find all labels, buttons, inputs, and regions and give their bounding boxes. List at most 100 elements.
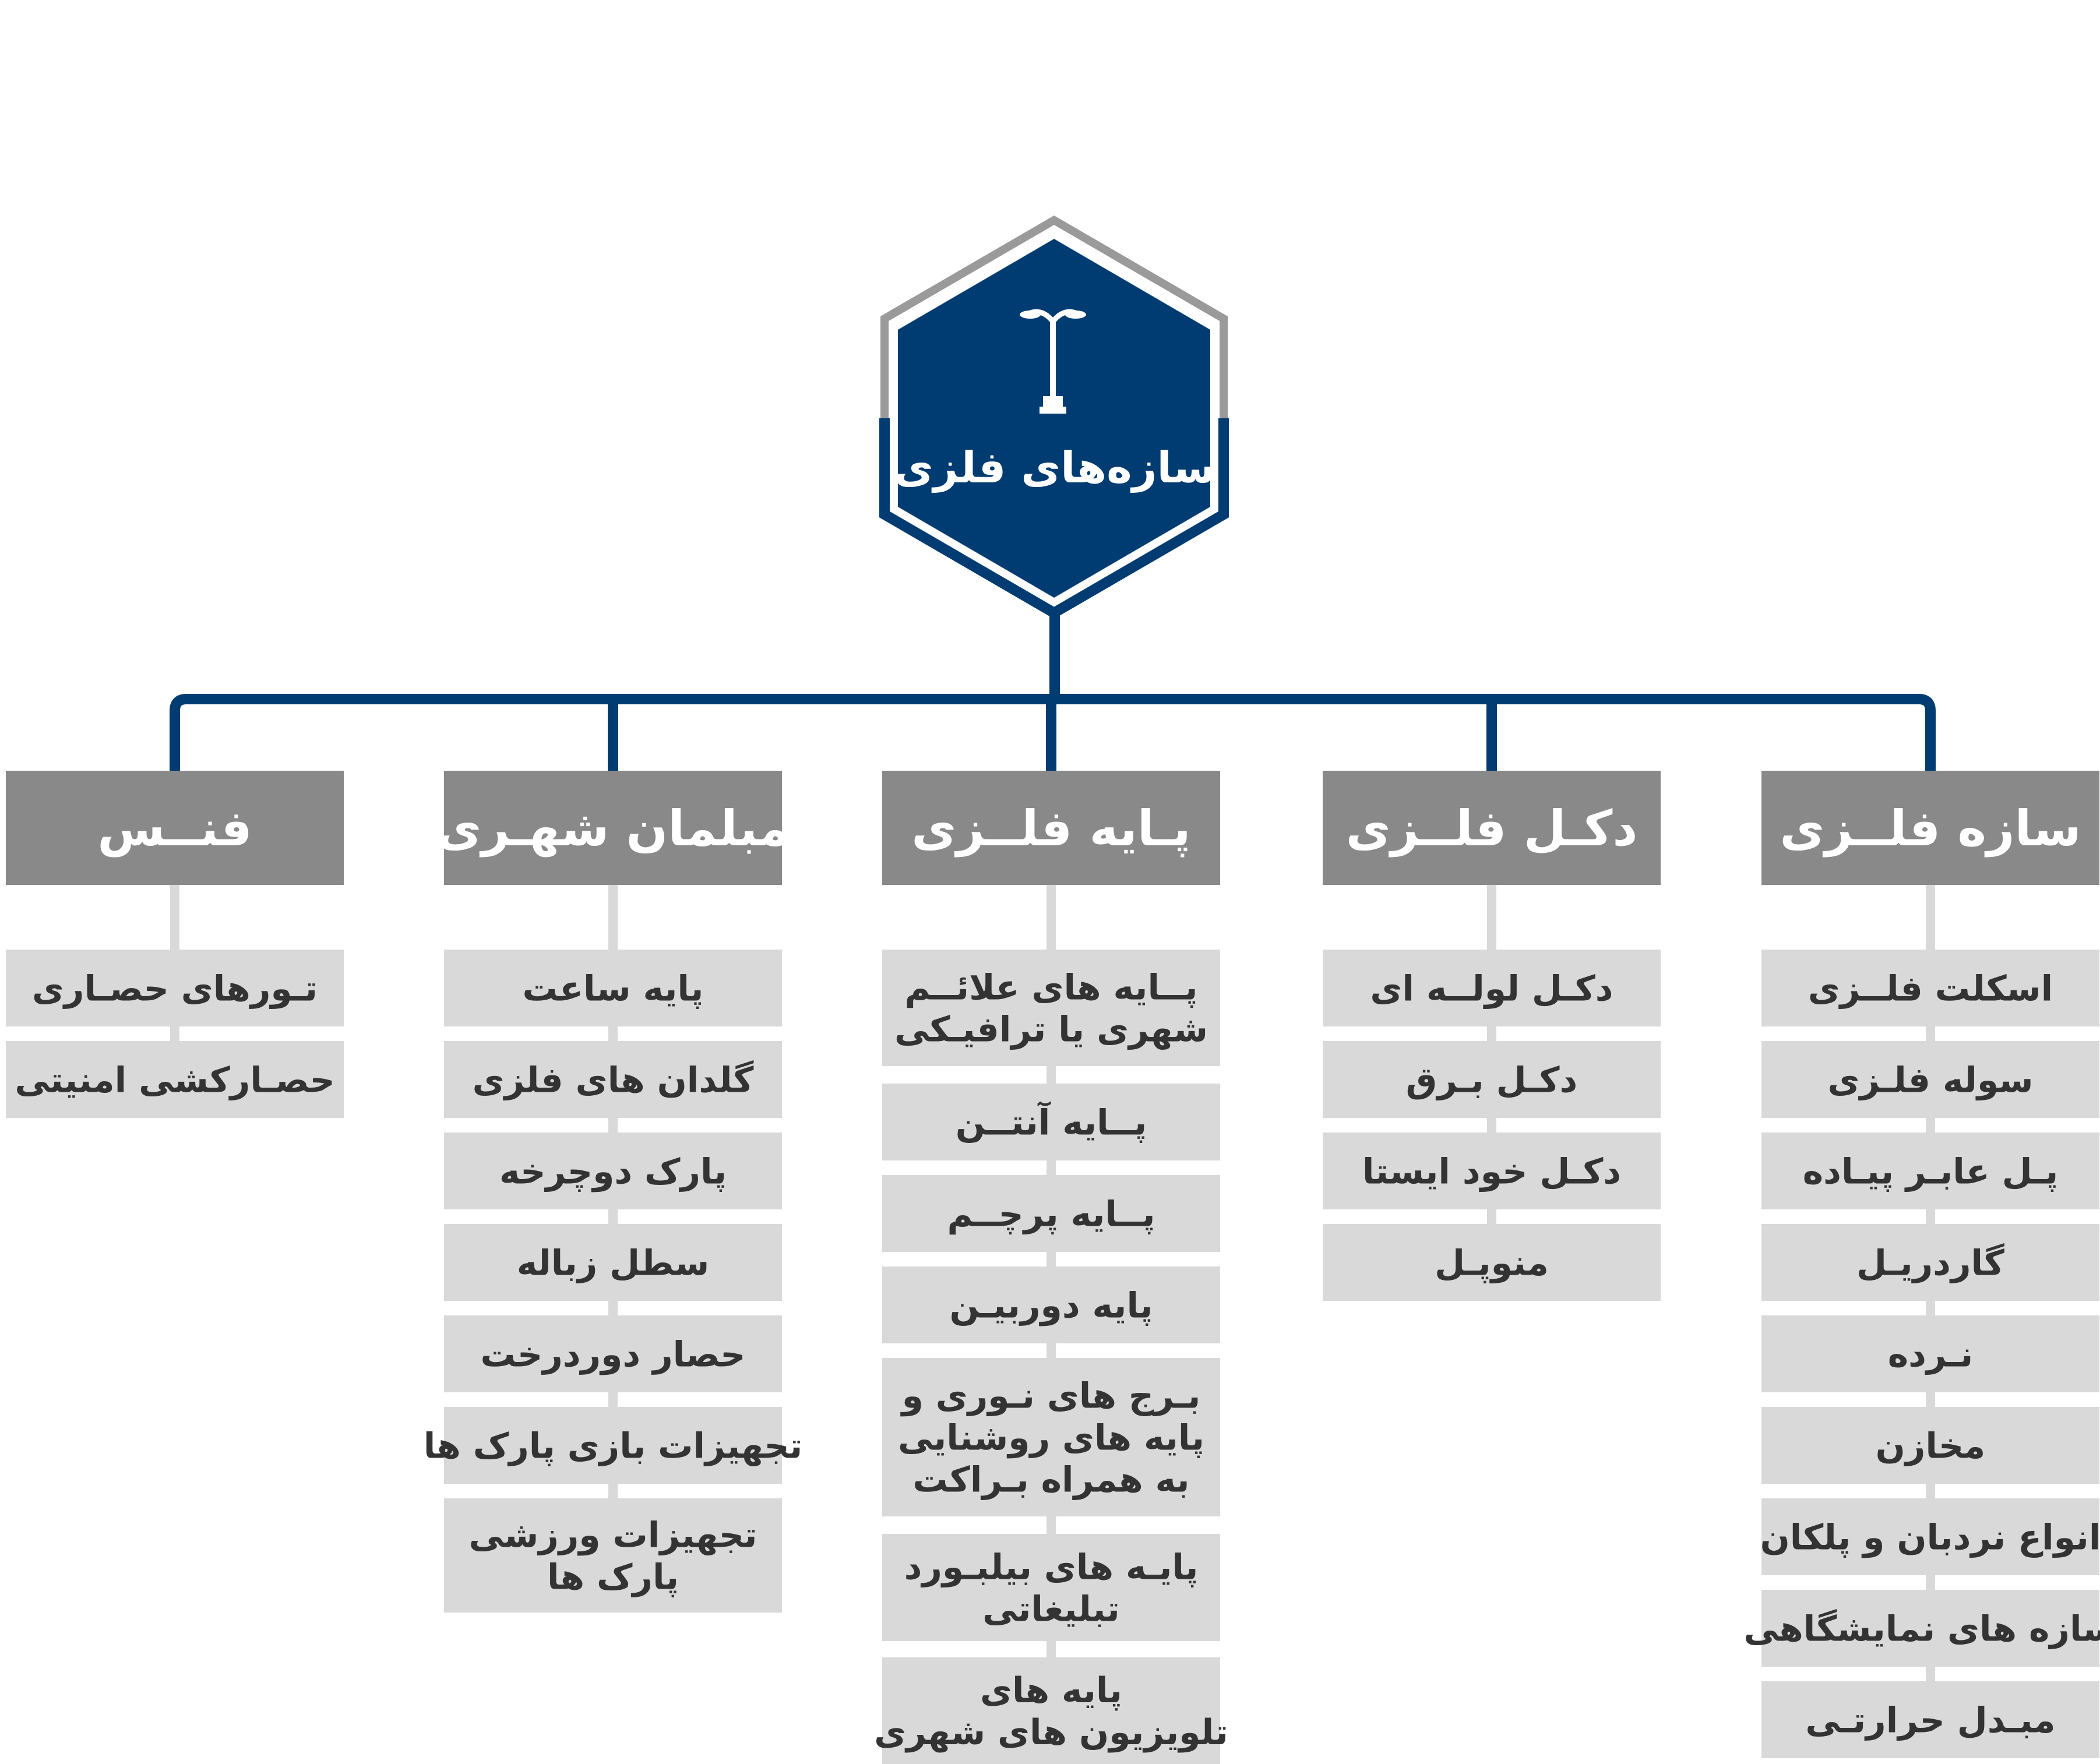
category-item-box (444, 1041, 782, 1118)
category-item-label: پارک ها (547, 1557, 679, 1598)
category-item-label: سازه های نمایشگاهی (1744, 1609, 2100, 1650)
category-item-label: تلویزیون های شهری (874, 1712, 1228, 1753)
category-item-label: پــایه آنتــن (956, 1101, 1147, 1144)
category-item: حصار دوردرخت (444, 1315, 782, 1392)
category-header (6, 771, 344, 885)
category-item-box (1761, 1224, 2099, 1301)
category-item: سطل زباله (444, 1224, 782, 1301)
category-item-label: دکـل بـرق (1406, 1060, 1578, 1101)
category-item-box (882, 1084, 1220, 1160)
category-item: پایه دوربیـن (882, 1266, 1220, 1343)
category-item-label: مخازن (1876, 1426, 1986, 1467)
category-item-label: پایه ساعت (523, 969, 704, 1010)
category-item-label: تبلیغاتی (982, 1589, 1120, 1630)
category-item: سوله فلـزی (1761, 1041, 2099, 1118)
category-item-label: انواع نردبان و پلکان (1760, 1518, 2100, 1558)
category-item: حصـارکشی امنیتی (6, 1041, 344, 1118)
category-item-label: مبـدل حرارتـی (1805, 1701, 2055, 1741)
category-item: مبـدل حرارتـی (1761, 1681, 2099, 1758)
category-item-label: دکـل خود ایستا (1362, 1152, 1621, 1193)
category-item-label: نـرده (1888, 1335, 1974, 1375)
category-item-label: پــایه های علائــم (904, 968, 1197, 1008)
category-header (1323, 771, 1661, 885)
category-item-box (444, 950, 782, 1026)
category-item: پارک دوچرخه (444, 1133, 782, 1209)
category-item-box (1761, 1315, 2099, 1392)
hexagon-blue-frame (879, 418, 1229, 619)
category-item-box (1761, 1133, 2099, 1209)
category-item-box (1761, 1590, 2099, 1667)
category-item-label: تجهیزات بازی پارک ها (424, 1426, 802, 1467)
root-hexagon-node: سازه‌های فلزی (879, 215, 1229, 619)
category-item-label: سوله فلـزی (1827, 1060, 2033, 1101)
category-item: پــایه پرچــم (882, 1175, 1220, 1252)
category-item-label: پایه های روشنایی (898, 1418, 1204, 1459)
category-item: پـل عابـر پیـاده (1761, 1133, 2099, 1209)
category-item-label: دکـل لولــه ای (1370, 969, 1613, 1010)
category-item: سازه های نمایشگاهی (1744, 1590, 2100, 1667)
category-item-box (1761, 1498, 2099, 1575)
category-item: پــایه آنتــن (882, 1084, 1220, 1160)
category-item: دکـل بـرق (1323, 1041, 1661, 1118)
category-header-label: پـایه فلــزی (911, 800, 1190, 858)
category-item-box (6, 1041, 344, 1118)
category-item: تجهیزات بازی پارک ها (424, 1407, 802, 1484)
category-item-box (1761, 1681, 2099, 1758)
category-item-box (1761, 1407, 2099, 1484)
category-column: فنــس تـورهای حصـاری حصـارکشی امنیتی (6, 771, 344, 1118)
category-header-label: دکـل فلــزی (1346, 800, 1638, 858)
category-item: دکـل لولــه ای (1323, 950, 1661, 1026)
category-column: دکـل فلــزی دکـل لولــه ای دکـل بـرق دکـل خ… (1323, 771, 1661, 1301)
category-item-label: گاردریـل (1856, 1243, 2004, 1284)
category-item-label: سطل زباله (517, 1243, 709, 1284)
category-item: مخازن (1761, 1407, 2099, 1484)
category-item: اسکلت فلــزی (1761, 950, 2099, 1026)
category-item-label: پــایه پرچــم (947, 1194, 1155, 1235)
category-item-box (882, 950, 1220, 1066)
category-item-label: تـورهای حصـاری (32, 969, 318, 1010)
category-item-box (1323, 1041, 1661, 1118)
street-lamp-icon (1020, 309, 1086, 414)
category-item-box (1323, 950, 1661, 1026)
category-item-label: تجهیزات ورزشی (468, 1515, 757, 1556)
category-item-label: منوپـل (1435, 1243, 1549, 1284)
category-header (1761, 771, 2099, 885)
category-header (444, 771, 782, 885)
category-item-box (444, 1224, 782, 1301)
category-item-label: حصار دوردرخت (480, 1335, 745, 1375)
category-item: گلدان های فلزی (444, 1041, 782, 1118)
hexagon-fill (898, 239, 1210, 598)
category-item-label: به همراه بـراکت (912, 1460, 1189, 1501)
category-item-box (6, 950, 344, 1026)
category-item-label: پارک دوچرخه (499, 1152, 727, 1193)
category-header (882, 771, 1220, 885)
category-item-box (882, 1657, 1220, 1764)
category-item-box (444, 1407, 782, 1484)
connector-lines (170, 609, 1936, 771)
category-item-box (444, 1315, 782, 1392)
category-item: تـورهای حصـاری (6, 950, 344, 1026)
category-header-label: سازه فلــزی (1780, 800, 2081, 858)
category-item: گاردریـل (1761, 1224, 2099, 1301)
category-item-label: شهری یا ترافیـکی (894, 1010, 1208, 1050)
category-item: منوپـل (1323, 1224, 1661, 1301)
category-item-box (444, 1133, 782, 1209)
category-item-label: حصـارکشی امنیتی (15, 1060, 334, 1101)
category-item: انواع نردبان و پلکان (1760, 1498, 2100, 1575)
category-item-box (882, 1358, 1220, 1516)
category-item-label: پایه های (980, 1670, 1122, 1711)
category-item-label: اسکلت فلــزی (1808, 969, 2053, 1010)
root-title: سازه‌های فلزی (894, 443, 1215, 493)
category-item: پایه ساعت (444, 950, 782, 1026)
category-item-box (444, 1498, 782, 1613)
category-item-box (882, 1266, 1220, 1343)
category-header-label: فنــس (97, 800, 252, 857)
category-item: دکـل خود ایستا (1323, 1133, 1661, 1209)
